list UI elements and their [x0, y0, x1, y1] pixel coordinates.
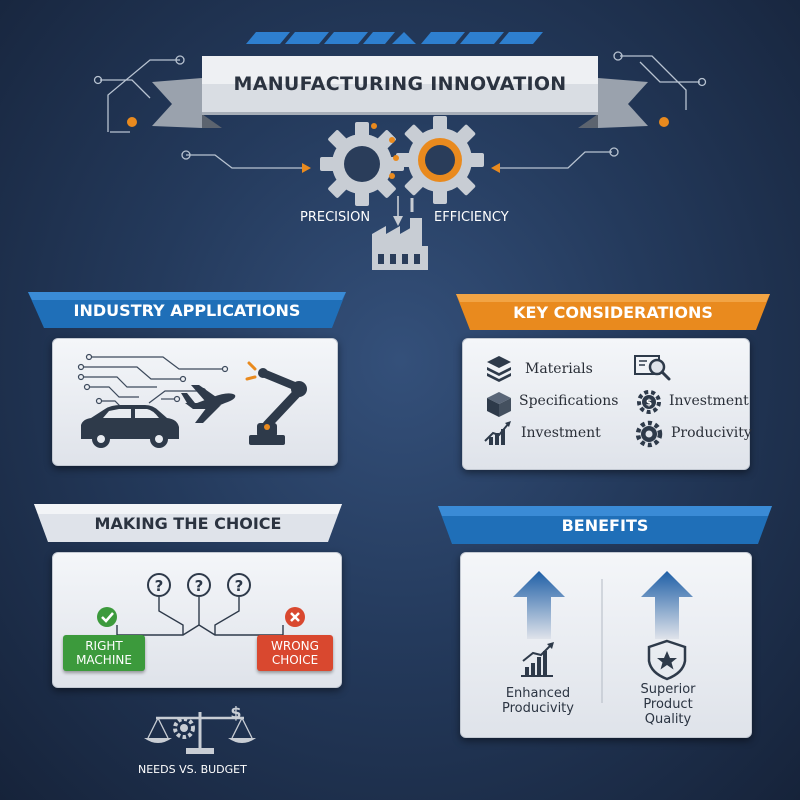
consideration-investment-left: Investment [521, 425, 601, 441]
page-title: MANUFACTURING INNOVATION [233, 73, 567, 95]
precision-label: PRECISION [300, 210, 371, 225]
cube-icon [487, 392, 511, 417]
considerations-panel: $ Materials Specifications Investment In… [462, 338, 752, 470]
svg-text:?: ? [195, 577, 204, 595]
gear-left-icon [320, 122, 404, 206]
gear-right-icon [396, 116, 484, 204]
industry-heading: INDUSTRY APPLICATIONS [73, 300, 301, 320]
consideration-producivity: Producivity [671, 425, 752, 441]
considerations-tab-shape [456, 294, 770, 330]
check-icon [97, 607, 117, 627]
considerations-heading: KEY CONSIDERATIONS [513, 302, 713, 322]
robot-arm-icon [245, 361, 307, 445]
benefit-enhanced-producivity: Enhanced Producivity [502, 686, 574, 716]
growth-chart-icon [484, 421, 511, 445]
choice-tab-shape [34, 504, 342, 542]
layers-icon [487, 356, 511, 382]
svg-text:?: ? [155, 577, 164, 595]
orange-node-right [659, 117, 669, 127]
industry-illustration [77, 353, 307, 448]
bar-chart-up-icon [521, 642, 554, 677]
cross-icon [285, 607, 305, 627]
consideration-specifications: Specifications [519, 393, 619, 409]
top-stripes [246, 32, 543, 44]
svg-text:$: $ [646, 399, 652, 409]
benefits-panel: Enhanced Producivity Superior Product Qu… [460, 552, 752, 738]
svg-text:?: ? [235, 577, 244, 595]
question-icon: ? [227, 573, 251, 597]
question-icon: ? [147, 573, 171, 597]
efficiency-label: EFFICIENCY [434, 210, 509, 225]
scale-icon: $ [144, 703, 256, 754]
dollar-gear-icon: $ [637, 390, 661, 414]
title-ribbon [152, 56, 648, 128]
choice-heading: MAKING THE CHOICE [94, 513, 282, 533]
up-arrow-icon [513, 571, 565, 639]
gear-icon [635, 420, 663, 448]
airplane-icon [181, 385, 236, 423]
right-machine-option[interactable]: RIGHT MACHINE [63, 635, 145, 671]
benefits-tab-shape [438, 506, 772, 544]
car-icon [81, 405, 179, 448]
needs-vs-budget-caption: NEEDS VS. BUDGET [138, 763, 247, 776]
factory-icon [372, 218, 428, 270]
choice-panel: ? ? ? RIGHT MACHINE WRONG CHOICE [52, 552, 342, 688]
orange-node-left [127, 117, 137, 127]
shield-star-icon [647, 639, 687, 681]
industry-tab-shape [28, 292, 346, 328]
svg-text:$: $ [230, 703, 241, 722]
wrong-choice-option[interactable]: WRONG CHOICE [257, 635, 333, 671]
header-graphics [93, 32, 707, 270]
circuit-lines-right [500, 55, 700, 169]
industry-panel [52, 338, 338, 466]
question-icon: ? [187, 573, 211, 597]
consideration-materials: Materials [525, 361, 593, 377]
benefit-superior-product-quality: Superior Product Quality [640, 682, 696, 727]
benefits-heading: BENEFITS [561, 515, 649, 535]
up-arrow-icon [641, 571, 693, 639]
circuit-lines-left [100, 59, 304, 169]
magnifier-screen-icon [634, 355, 671, 381]
consideration-investment-right: Investment [669, 393, 749, 409]
